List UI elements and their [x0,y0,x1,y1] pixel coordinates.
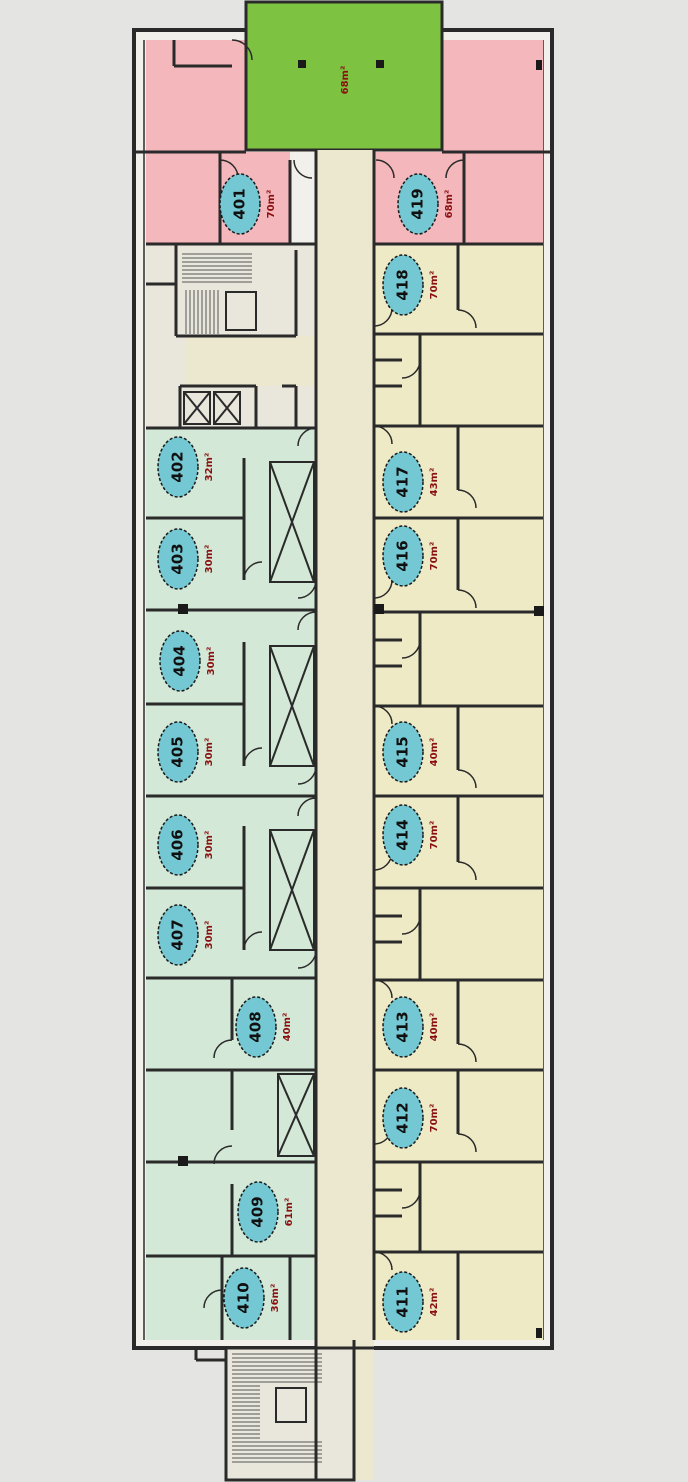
room-badge [237,1181,279,1243]
room-414: 414 70m² [382,804,440,866]
room-401: 401 70m² [219,173,277,235]
room-area: 40m² [282,1013,293,1042]
interior-walls [134,40,552,1480]
room-badge [382,451,424,513]
room-area: 30m² [204,545,215,574]
lobby [185,336,316,386]
room-badge [382,1087,424,1149]
room-area: 70m² [429,821,440,850]
room-badge [157,721,199,783]
room-number: 414 [394,819,412,850]
room-number: 416 [394,540,412,571]
room-area: 43m² [429,468,440,497]
room-number: 403 [169,543,187,574]
room-badge [382,996,424,1058]
room-area: 30m² [204,831,215,860]
room-number: 407 [169,919,187,950]
room-area: 40m² [429,738,440,767]
room-area: 70m² [429,271,440,300]
room-area: 30m² [206,647,217,676]
room-number: 411 [394,1286,412,1317]
room-area: 36m² [270,1284,281,1313]
room-badge [219,173,261,235]
room-number: 405 [169,736,187,767]
room-419: 419 68m² [397,173,455,235]
room-411: 411 42m² [382,1271,440,1333]
room-badge [159,630,201,692]
room-number: 402 [169,451,187,482]
room-410: 410 36m² [223,1267,281,1329]
room-405: 405 30m² [157,721,215,783]
room-number: 406 [169,829,187,860]
room-number: 408 [247,1011,265,1042]
room-badge [157,436,199,498]
room-413: 413 40m² [382,996,440,1058]
room-number: 409 [249,1196,267,1227]
zone-yellow [374,244,543,1340]
room-number: 413 [394,1011,412,1042]
room-404: 404 30m² [159,630,217,692]
room-badge [382,525,424,587]
room-number: 410 [235,1282,253,1313]
room-409: 409 61m² [237,1181,295,1243]
room-badge [157,528,199,590]
room-badges: 401 70m² 419 68m² 402 32m² 403 30m² 404 30m² 405 30… [157,173,455,1333]
room-area: 40m² [429,1013,440,1042]
room-badge [382,721,424,783]
room-badge [157,814,199,876]
room-badge [397,173,439,235]
room-area: 32m² [204,453,215,482]
room-badge [382,1271,424,1333]
room-area: 70m² [429,1104,440,1133]
room-412: 412 70m² [382,1087,440,1149]
room-418: 418 70m² [382,254,440,316]
room-badge [382,254,424,316]
room-403: 403 30m² [157,528,215,590]
room-number: 415 [394,736,412,767]
room-area: 30m² [204,738,215,767]
zone-pink-401 [146,152,290,244]
room-area: 68m² [444,190,455,219]
room-badge [157,904,199,966]
bathroom-shafts [269,461,315,1157]
room-417: 417 43m² [382,451,440,513]
room-number: 412 [394,1102,412,1133]
room-badge [223,1267,265,1329]
elevators [183,291,307,1423]
columns [178,60,544,1338]
room-area: 42m² [429,1288,440,1317]
room-415: 415 40m² [382,721,440,783]
room-number: 404 [171,645,189,676]
terrace [244,0,444,152]
stair-hatching [182,253,322,1463]
room-area: 30m² [204,921,215,950]
room-402: 402 32m² [157,436,215,498]
room-416: 416 70m² [382,525,440,587]
room-407: 407 30m² [157,904,215,966]
room-406: 406 30m² [157,814,215,876]
zone-pink-right [442,40,543,152]
room-area: 61m² [284,1198,295,1227]
room-408: 408 40m² [235,996,293,1058]
room-number: 417 [394,466,412,497]
room-number: 418 [394,269,412,300]
room-area: 70m² [429,542,440,571]
room-badge [382,804,424,866]
room-number: 419 [409,188,427,219]
room-badge [235,996,277,1058]
corridor [316,150,374,1480]
zone-pink-left [146,40,246,152]
terrace-area: 68m² [340,66,351,95]
room-number: 401 [231,188,249,219]
room-area: 70m² [266,190,277,219]
